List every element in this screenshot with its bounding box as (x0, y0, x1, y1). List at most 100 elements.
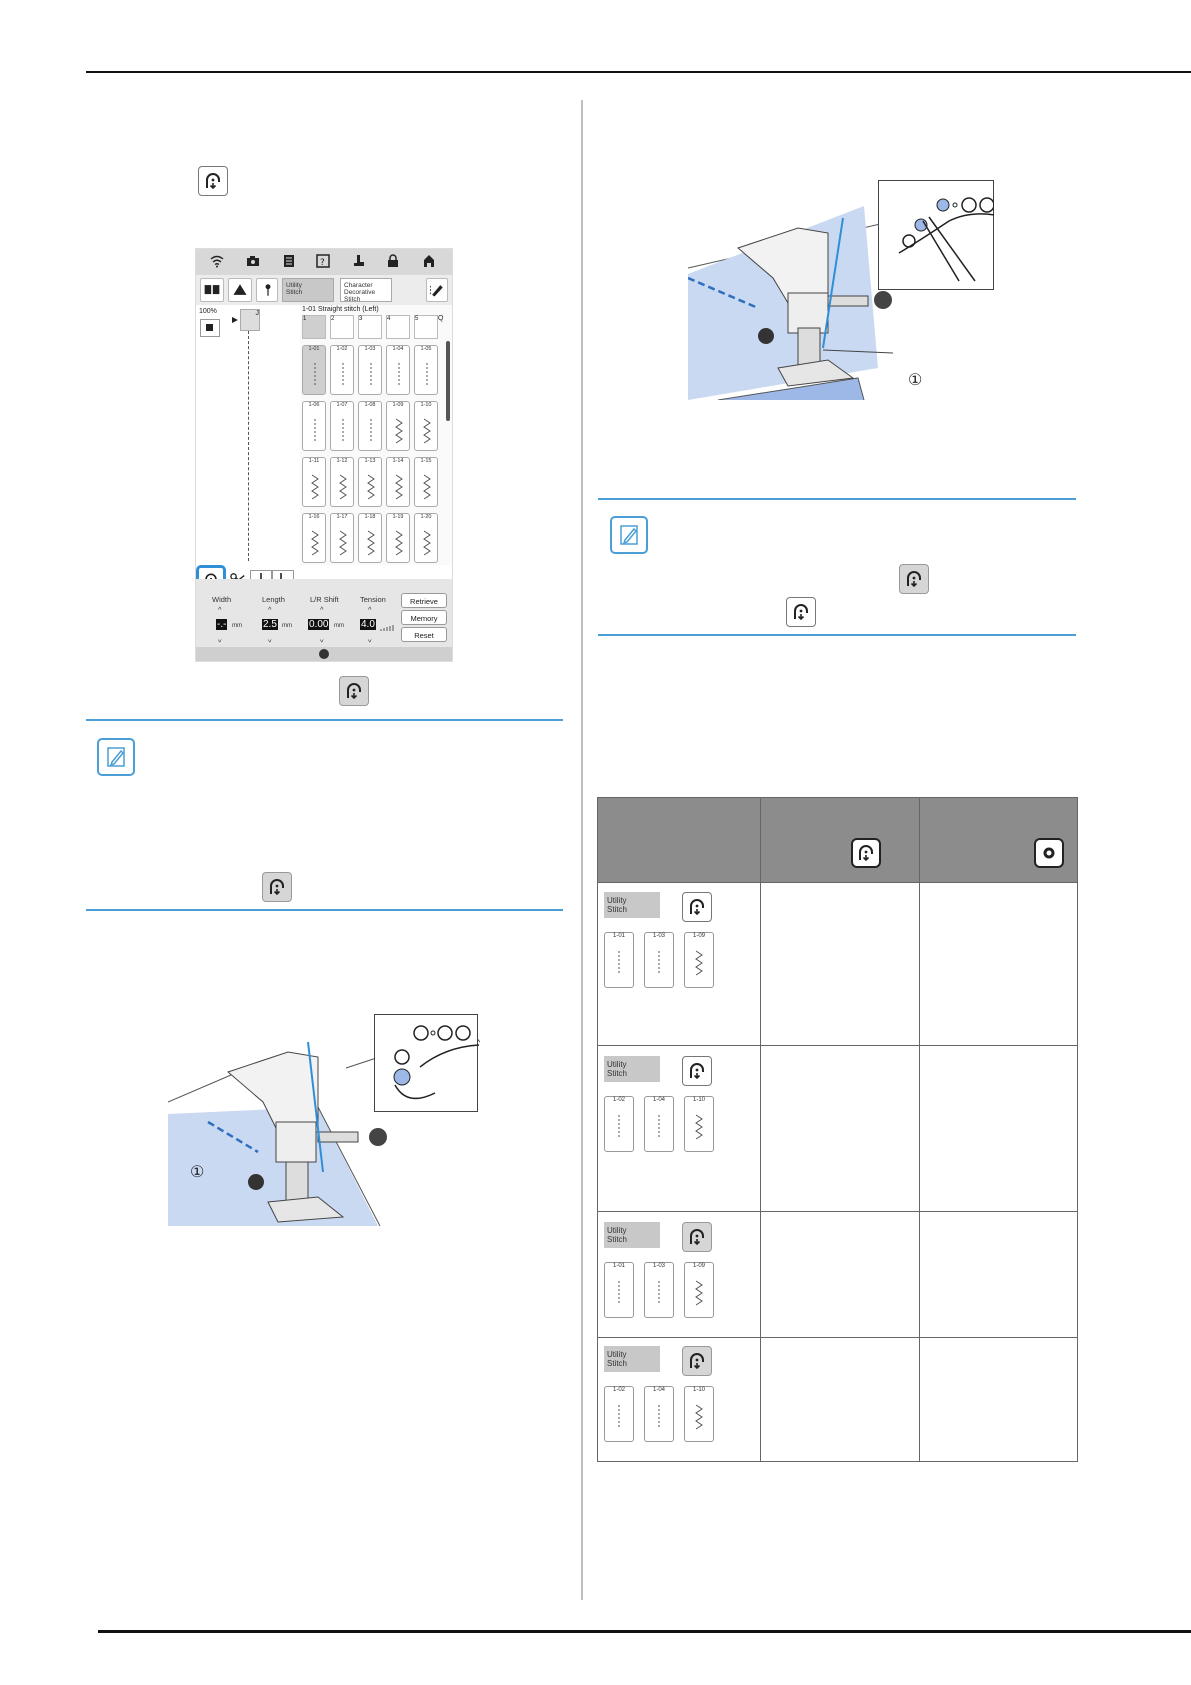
stitch-preview-pane: 100% J (196, 305, 300, 565)
category-tab[interactable]: 5 (414, 315, 438, 339)
stitch-cell[interactable]: 1-15 (414, 457, 438, 507)
reverse-stitch-icon (1043, 847, 1055, 859)
length-up-icon[interactable]: ^ (268, 605, 272, 614)
stitch-cell[interactable]: 1-03 (358, 345, 382, 395)
utility-stitch-chip: Utility Stitch (604, 1346, 660, 1372)
stitch-cell[interactable]: 1-14 (386, 457, 410, 507)
triangle-icon (233, 284, 247, 295)
table-col-line-2 (919, 798, 920, 1461)
settings-dot-icon[interactable] (319, 649, 329, 659)
grid-scrollbar[interactable] (446, 341, 450, 421)
tension-value: 4.0 (360, 619, 376, 630)
width-down-icon[interactable]: ^ (218, 635, 222, 644)
shift-up-icon[interactable]: ^ (320, 605, 324, 614)
stitch-title: 1-01 Straight stitch (Left) (302, 306, 379, 313)
memo-right-bottom-rule (598, 634, 1076, 636)
stitch-cell[interactable]: 1-19 (386, 513, 410, 563)
category-tab[interactable]: 4 (386, 315, 410, 339)
stitch-cell[interactable]: 1-02 (330, 345, 354, 395)
reinforcement-header-key (851, 838, 881, 868)
shift-down-icon[interactable]: ^ (320, 635, 324, 644)
category-tab[interactable]: 2 (330, 315, 354, 339)
zoom-button[interactable] (200, 319, 220, 337)
lock-icon[interactable] (386, 254, 400, 268)
tab-utility-stitch[interactable]: Utility Stitch (282, 278, 334, 302)
reinforcement-key-icon-right-a (899, 564, 929, 594)
home-icon[interactable] (422, 254, 436, 268)
tension-meter-icon (380, 625, 394, 631)
stitch-cell[interactable]: 1-12 (330, 457, 354, 507)
stitch-thumbnail: 1-03 (644, 932, 674, 988)
table-row-line-3 (598, 1337, 1077, 1338)
length-down-icon[interactable]: ^ (268, 635, 272, 644)
reinforcement-key-icon (682, 1346, 712, 1376)
button-detail-inset (374, 1014, 480, 1112)
stitch-cell[interactable]: 1-18 (358, 513, 382, 563)
reinforcement-header-icon (859, 845, 873, 862)
width-label: Width (212, 595, 232, 604)
stitch-cell[interactable]: 1-10 (414, 401, 438, 451)
tension-down-icon[interactable]: ^ (368, 635, 372, 644)
stitch-cell[interactable]: 1-13 (358, 457, 382, 507)
stitch-thumbnail: 1-01 (604, 932, 634, 988)
category-tab[interactable]: 3 (358, 315, 382, 339)
wifi-icon[interactable] (210, 254, 224, 268)
presser-foot-icon[interactable] (352, 254, 366, 268)
book-icon (204, 285, 220, 295)
memo-bottom-rule (86, 909, 563, 911)
stitch-cell[interactable]: 1-20 (414, 513, 438, 563)
stitch-cell[interactable]: 1-17 (330, 513, 354, 563)
pencil-icon (430, 285, 443, 297)
stitch-cell[interactable]: 1-05 (414, 345, 438, 395)
stitch-thumbnail: 1-02 (604, 1096, 634, 1152)
utility-stitch-chip: Utility Stitch (604, 1056, 660, 1082)
tab-character-decorative[interactable]: Character Decorative Stitch (340, 278, 392, 303)
reinforcement-key-icon-right-b (786, 597, 816, 627)
reinforcement-key-icon (682, 1056, 712, 1086)
stitch-cell[interactable]: 1-01 (302, 345, 326, 395)
search-label[interactable]: Q (438, 315, 444, 322)
stitch-cell[interactable]: 1-06 (302, 401, 326, 451)
help-icon[interactable]: ? (316, 254, 330, 268)
edit-button[interactable] (426, 278, 448, 302)
tension-label: Tension (360, 595, 386, 604)
shift-label: L/R Shift (310, 595, 339, 604)
reset-button[interactable]: Reset (401, 627, 447, 642)
stitch-cell[interactable]: 1-04 (386, 345, 410, 395)
stitch-cell[interactable]: 1-11 (302, 457, 326, 507)
camera-icon[interactable] (246, 254, 260, 268)
stitch-cell[interactable]: 1-07 (330, 401, 354, 451)
settings-panel: Width Length L/R Shift Tension ^ ^ ^ ^ -… (196, 579, 452, 661)
memo-right-top-rule (598, 498, 1076, 500)
reinforcement-key-icon-shaded (339, 676, 369, 706)
sewing-illustration-end (688, 178, 994, 400)
stitch-thumbnail: 1-03 (644, 1262, 674, 1318)
memo-top-rule (86, 719, 563, 721)
lcd-mode-row: Utility Stitch Character Decorative Stit… (196, 275, 452, 306)
document-icon[interactable] (282, 254, 296, 268)
width-up-icon[interactable]: ^ (218, 605, 222, 614)
bottom-rule (98, 1630, 1191, 1633)
stitch-cell[interactable]: 1-09 (386, 401, 410, 451)
category-tab[interactable]: 1 (302, 315, 326, 339)
reinforcement-key-icon (682, 892, 712, 922)
book-button[interactable] (200, 278, 224, 302)
length-unit: mm (282, 623, 292, 629)
stitch-cell[interactable]: 1-16 (302, 513, 326, 563)
lcd-screen: ? Utility Stitch Character Decorative St… (195, 248, 453, 662)
retrieve-button[interactable]: Retrieve (401, 593, 447, 608)
pin-icon (265, 284, 271, 296)
stitch-cell[interactable]: 1-08 (358, 401, 382, 451)
memory-button[interactable]: Memory (401, 610, 447, 625)
needle-button[interactable] (256, 278, 278, 302)
embroidery-button[interactable] (228, 278, 252, 302)
width-unit: mm (232, 623, 242, 629)
stitch-thumbnail: 1-04 (644, 1386, 674, 1442)
tension-up-icon[interactable]: ^ (368, 605, 372, 614)
presser-foot-j: J (240, 309, 260, 331)
